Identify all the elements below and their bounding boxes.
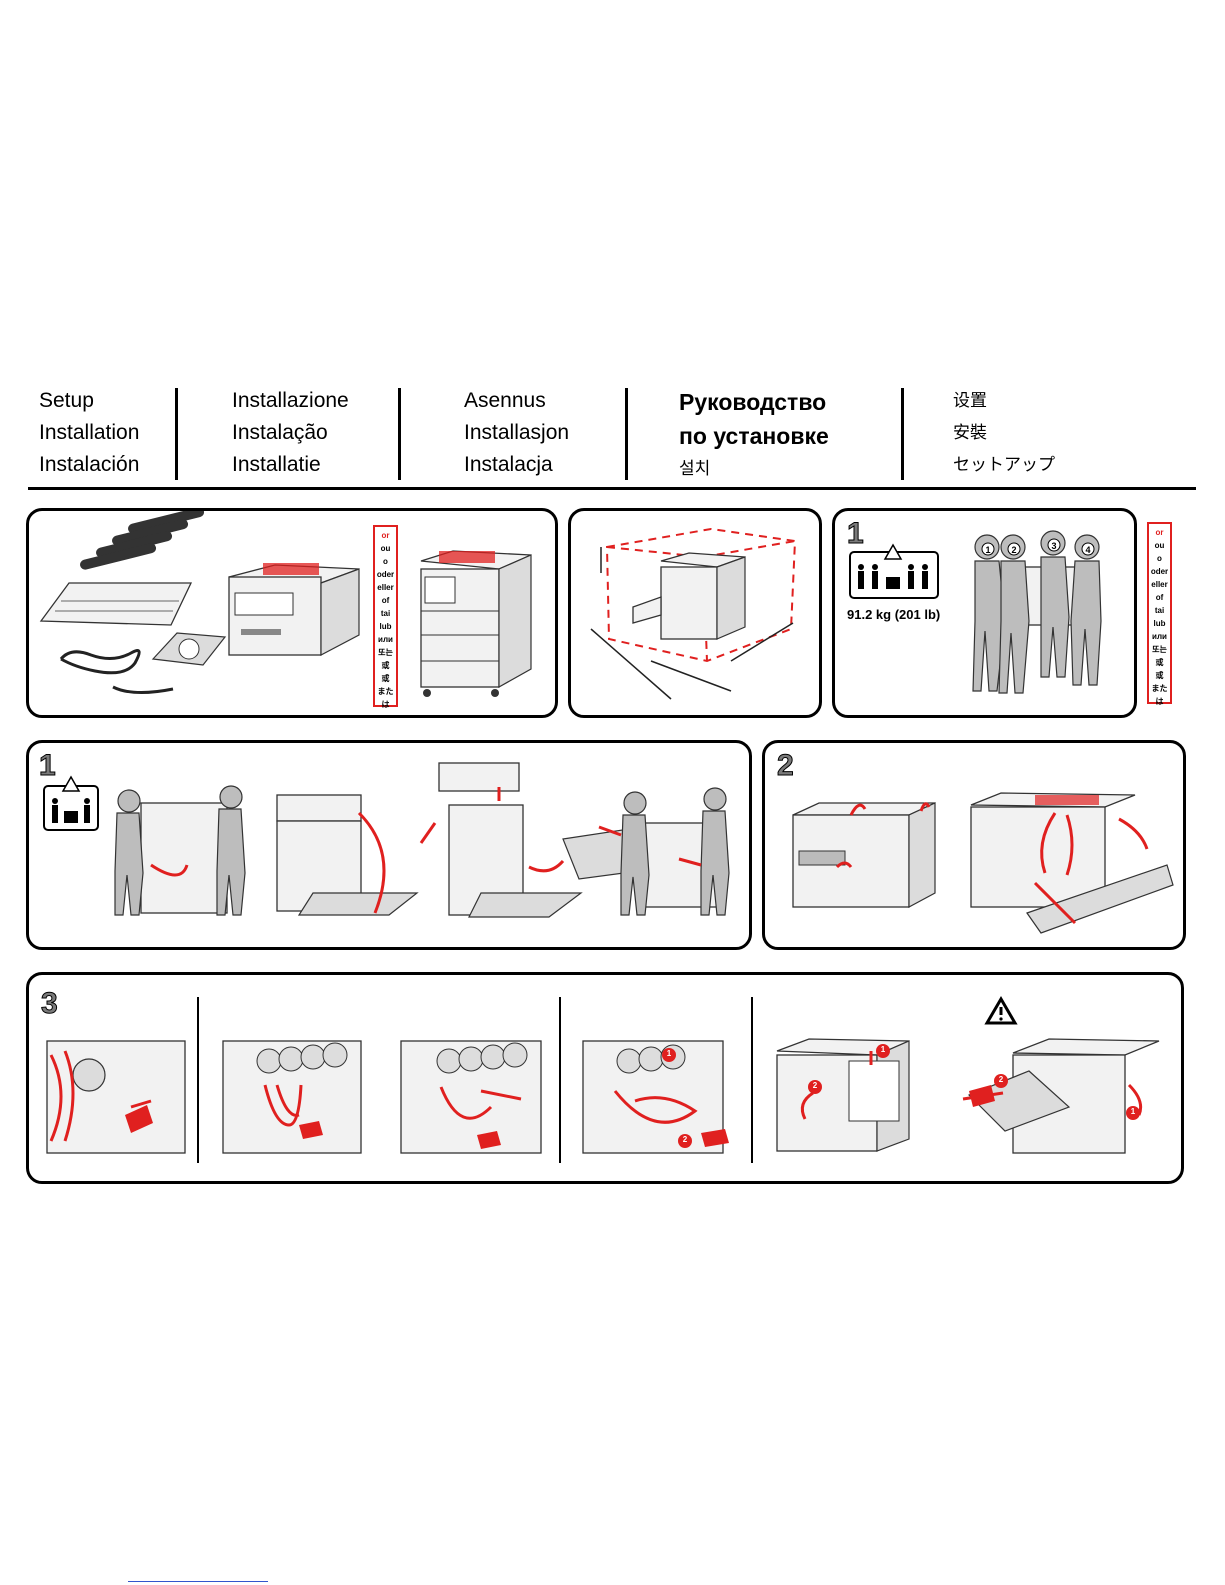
or-word: или xyxy=(1149,630,1170,643)
carton-on-pallet-ramp xyxy=(277,795,417,915)
or-word: ou xyxy=(1149,539,1170,552)
person-badge: 4 xyxy=(1084,545,1092,555)
setup-sheet-illustration xyxy=(41,583,191,625)
box-contents-illustration xyxy=(29,511,558,718)
frame-remove-tag xyxy=(47,1041,185,1153)
title-instalacja: Instalacja xyxy=(464,449,569,481)
printer-front-door-open xyxy=(971,793,1173,933)
title-russian-line1: Руководство xyxy=(679,385,829,419)
clearance-illustration xyxy=(571,511,822,718)
title-chinese-traditional: 安裝 xyxy=(953,417,1055,449)
or-word: 或 xyxy=(375,659,396,672)
header-separator xyxy=(175,388,178,480)
frame-remove-packing-warning xyxy=(963,999,1159,1153)
or-translations-box: or ou o oder eller of tai lub или 또는 或 或… xyxy=(373,525,398,707)
panel-box-contents: or ou o oder eller of tai lub или 또는 或 或… xyxy=(26,508,558,718)
frame-cartridge-straps-2 xyxy=(401,1041,541,1153)
sequence-badge: 2 xyxy=(681,1135,689,1144)
or-word: eller xyxy=(375,581,396,594)
toner-cartridges-illustration xyxy=(79,508,205,571)
title-installatie: Installatie xyxy=(232,449,349,481)
or-word: o xyxy=(1149,552,1170,565)
four-people-lifting-illustration xyxy=(835,511,1137,718)
or-word: eller xyxy=(1149,578,1170,591)
person-badge: 1 xyxy=(984,545,992,555)
or-word: 또는 xyxy=(375,646,396,659)
or-word: ou xyxy=(375,542,396,555)
or-word: of xyxy=(375,594,396,607)
sequence-badge: 2 xyxy=(811,1081,819,1090)
or-word: 或 xyxy=(375,672,396,685)
or-word: или xyxy=(375,633,396,646)
person-badge: 3 xyxy=(1050,541,1058,551)
sequence-badge: 2 xyxy=(997,1075,1005,1084)
remove-tape-illustration xyxy=(765,743,1186,950)
title-installazione: Installazione xyxy=(232,385,349,417)
title-japanese: セットアップ xyxy=(953,449,1055,481)
or-word: oder xyxy=(1149,565,1170,578)
title-installation: Installation xyxy=(39,417,139,449)
or-word: of xyxy=(1149,591,1170,604)
printer-top-illustration xyxy=(229,563,359,655)
panel-step1-unpack: 1 xyxy=(26,740,752,950)
unpacking-sequence-illustration xyxy=(29,743,752,950)
panel-step2-remove-tape: 2 xyxy=(762,740,1186,950)
panel-lift-warning: 1 91.2 kg (201 lb) 1 2 xyxy=(832,508,1137,718)
title-installasjon: Installasjon xyxy=(464,417,569,449)
or-translations-box: or ou o oder eller of tai lub или 또는 或 或… xyxy=(1147,522,1172,704)
or-word: または xyxy=(1149,682,1170,708)
or-word: lub xyxy=(1149,617,1170,630)
or-word: oder xyxy=(375,568,396,581)
panel-step3-remove-packing: 3 xyxy=(26,972,1184,1184)
or-word: tai xyxy=(1149,604,1170,617)
printer-clearance-illustration xyxy=(633,553,745,639)
title-col-finnish-norwegian-polish: Asennus Installasjon Instalacja xyxy=(464,385,569,481)
title-setup: Setup xyxy=(39,385,139,417)
printer-tower-illustration xyxy=(421,551,531,697)
remove-packing-illustration xyxy=(29,975,1184,1184)
or-word: 或 xyxy=(1149,669,1170,682)
footer-link-underline[interactable] xyxy=(128,1581,268,1582)
header-rule xyxy=(28,487,1196,490)
frame-pull-straps xyxy=(583,1041,729,1153)
title-korean: 설치 xyxy=(679,453,829,485)
header-separator xyxy=(625,388,628,480)
title-col-chinese-japanese: 设置 安裝 セットアップ xyxy=(953,385,1055,481)
sequence-badge: 1 xyxy=(879,1045,887,1054)
title-col-russian-korean: Руководство по установке 설치 xyxy=(679,385,829,485)
title-col-english-french-spanish: Setup Installation Instalación xyxy=(39,385,139,481)
or-word: 或 xyxy=(1149,656,1170,669)
frame-cartridge-straps-1 xyxy=(223,1041,361,1153)
header-separator xyxy=(398,388,401,480)
person-badge: 2 xyxy=(1010,545,1018,555)
title-col-italian-portuguese-dutch: Installazione Instalação Installatie xyxy=(232,385,349,481)
two-people-lifting-carton xyxy=(115,786,245,915)
title-chinese-simplified: 设置 xyxy=(953,385,1055,417)
or-word: tai xyxy=(375,607,396,620)
or-word: or xyxy=(1149,526,1170,539)
or-word: 또는 xyxy=(1149,643,1170,656)
lifting-printer-off-pallet xyxy=(563,788,729,915)
panel-clearance xyxy=(568,508,822,718)
sequence-badge: 1 xyxy=(1129,1107,1137,1116)
title-instalacion: Instalación xyxy=(39,449,139,481)
printer-front-tape xyxy=(793,803,935,907)
title-asennus: Asennus xyxy=(464,385,569,417)
frame-open-side-door xyxy=(777,1039,909,1151)
or-word: または xyxy=(375,685,396,711)
or-word: lub xyxy=(375,620,396,633)
title-instalacao: Instalação xyxy=(232,417,349,449)
removing-top-cover xyxy=(421,763,581,917)
or-word: o xyxy=(375,555,396,568)
power-cord-illustration xyxy=(61,651,139,673)
sequence-badge: 1 xyxy=(665,1049,673,1058)
header-separator xyxy=(901,388,904,480)
or-word: or xyxy=(375,529,396,542)
title-russian-line2: по установке xyxy=(679,419,829,453)
